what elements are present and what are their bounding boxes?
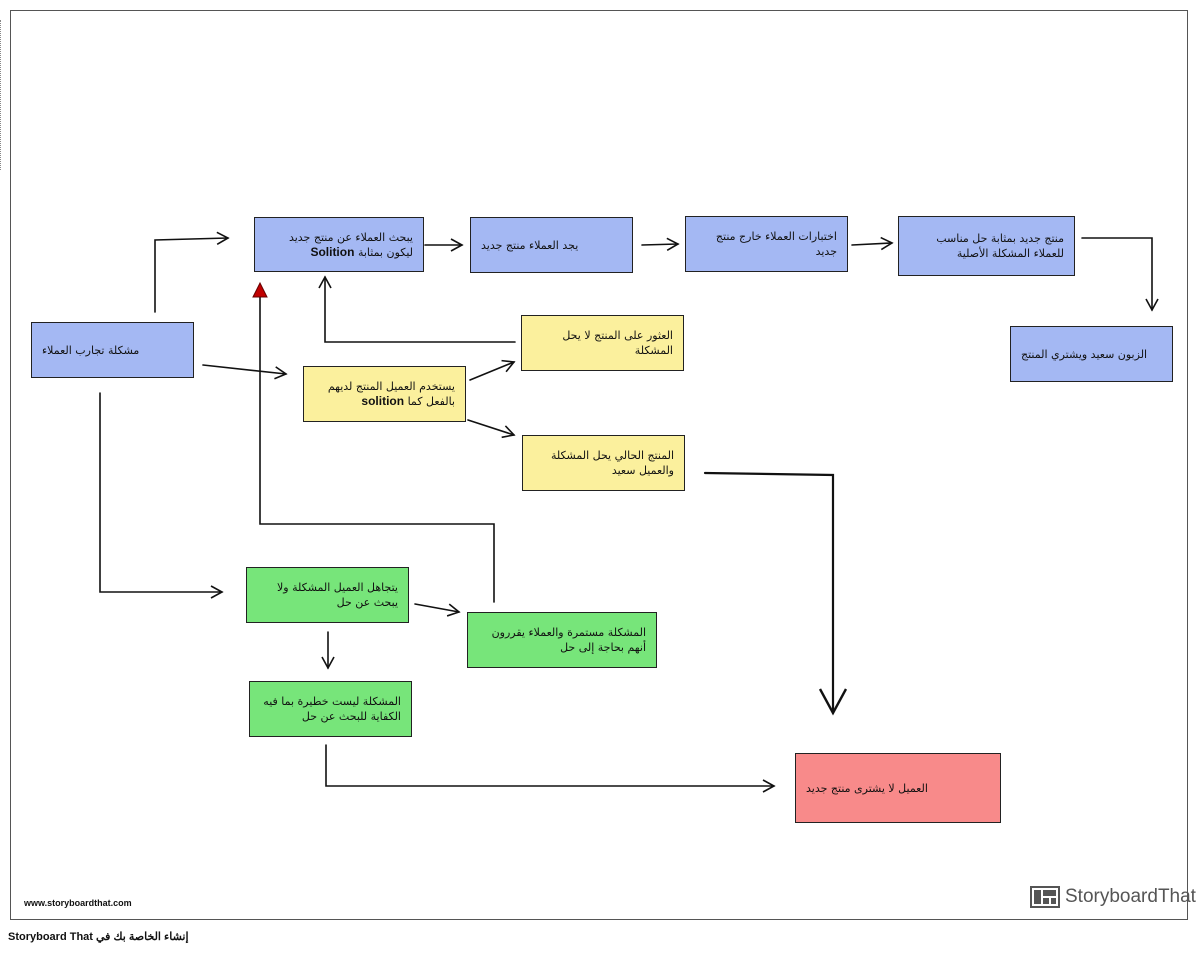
red-arrowhead-icon (252, 281, 268, 298)
edge-find-to-tests (641, 237, 680, 251)
node-customer-experience-problem: مشكلة تجارب العملاء (31, 322, 194, 378)
node-text: يتجاهل العميل المشكلة ولا يبحث عن حل (277, 581, 398, 609)
node-problem-not-serious: المشكلة ليست خطيرة بما فيه الكفاية للبحث… (249, 681, 412, 737)
node-text-bold: Solition (310, 244, 355, 259)
edge-tests-to-fit (851, 236, 894, 251)
edge-uses-to-notsolve (469, 359, 516, 381)
footer-text-en: Storyboard That (8, 931, 93, 943)
node-text: العميل لا يشترى منتج جديد (806, 781, 928, 795)
node-text-main: يبحث العملاء عن منتج جديد ليكون بمثابة (288, 230, 413, 259)
footer-text-ar: إنشاء الخاصة بك في (96, 931, 189, 943)
edge-notsolve-to-search (318, 275, 516, 343)
edge-notserious-to-nobuy (325, 744, 776, 793)
node-search-new-product: يبحث العملاء عن منتج جديد ليكون بمثابة S… (254, 217, 424, 272)
node-find-new-product: يجد العملاء منتج جديد (470, 217, 633, 273)
node-text: المنتج الحالي يحل المشكلة والعميل سعيد (550, 449, 674, 477)
edge-solves-to-nobuy (703, 471, 848, 716)
edge-center-to-search (154, 231, 230, 313)
brand-wordmark: StoryboardThat (1065, 886, 1196, 907)
ruler-marks (0, 20, 4, 170)
node-text-bold: solition (361, 394, 405, 408)
node-customer-does-not-buy: العميل لا يشترى منتج جديد (795, 753, 1001, 823)
node-text: اختبارات العملاء خارج منتج جديد (715, 230, 837, 258)
storyboardthat-url[interactable]: www.storyboardthat.com (24, 898, 132, 908)
node-text: المشكلة مستمرة والعملاء يقررون أنهم بحاج… (491, 626, 646, 654)
node-product-solves-happy: المنتج الحالي يحل المشكلة والعميل سعيد (522, 435, 685, 491)
node-text: العثور على المنتج لا يحل المشكلة (562, 329, 673, 357)
create-your-own-footer[interactable]: إنشاء الخاصة بك في Storyboard That (8, 930, 189, 943)
edge-uses-to-solves (467, 419, 516, 439)
edge-ignores-to-persists (414, 603, 461, 617)
node-text: منتج جديد بمثابة حل مناسب للعملاء المشكل… (936, 232, 1064, 260)
node-text: يجد العملاء منتج جديد (481, 238, 579, 252)
node-text: الزبون سعيد ويشتري المنتج (1021, 347, 1148, 361)
storyboardthat-brand[interactable]: StoryboardThat (1030, 886, 1196, 908)
node-ignores-problem: يتجاهل العميل المشكلة ولا يبحث عن حل (246, 567, 409, 623)
node-tests-new-product: اختبارات العملاء خارج منتج جديد (685, 216, 848, 272)
node-new-product-fits: منتج جديد بمثابة حل مناسب للعملاء المشكل… (898, 216, 1075, 276)
node-uses-existing-product: يستخدم العميل المنتج لديهم بالفعل كما so… (303, 366, 466, 422)
node-customer-happy-buys: الزبون سعيد ويشتري المنتج (1010, 326, 1173, 382)
node-text-main: يستخدم العميل المنتج لديهم بالفعل كما (327, 380, 455, 408)
node-text: مشكلة تجارب العملاء (42, 343, 140, 357)
node-text: يبحث العملاء عن منتج جديد ليكون بمثابة S… (265, 230, 413, 260)
edge-center-to-ignores (99, 392, 224, 599)
node-problem-persists: المشكلة مستمرة والعملاء يقررون أنهم بحاج… (467, 612, 657, 668)
storyboardthat-logo-icon (1030, 886, 1060, 908)
edge-fit-to-happy (1081, 237, 1159, 312)
edge-persists-to-search (259, 295, 495, 603)
node-text: المشكلة ليست خطيرة بما فيه الكفاية للبحث… (263, 695, 401, 723)
edge-center-to-uses (202, 364, 288, 380)
node-product-not-solving: العثور على المنتج لا يحل المشكلة (521, 315, 684, 371)
node-text: يستخدم العميل المنتج لديهم بالفعل كما so… (314, 379, 455, 409)
